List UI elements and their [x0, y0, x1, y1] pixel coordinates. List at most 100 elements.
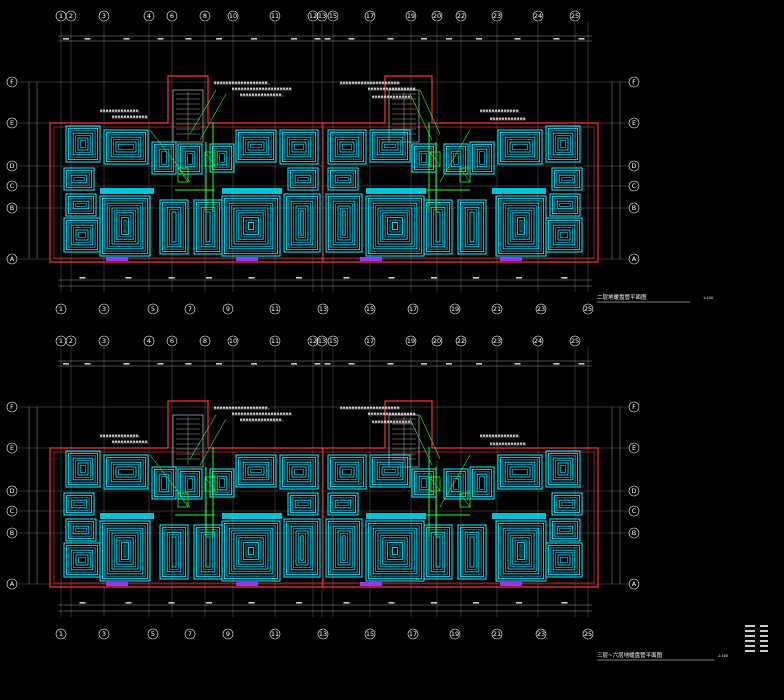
dimension-text-mark [84, 38, 91, 40]
heating-coil-zone [411, 143, 437, 173]
axis-bubble-bottom [98, 628, 110, 640]
axis-label-bottom: 21 [493, 630, 501, 638]
heating-coil-zone [497, 129, 543, 165]
window-marker [360, 257, 382, 261]
heating-coil-zone [63, 217, 101, 253]
axis-bubble-top [65, 10, 77, 22]
axis-label-row: C [632, 182, 637, 190]
axis-label-bottom: 9 [226, 305, 230, 313]
axis-bubble-top [143, 10, 155, 22]
heating-coil-zone [159, 524, 189, 580]
dimension-text-mark [348, 38, 355, 40]
window-marker [236, 582, 258, 586]
dimension-text-mark [157, 363, 164, 365]
axis-bubble-top [166, 10, 178, 22]
heating-coil-zone [287, 167, 319, 191]
axis-label-top: 20 [433, 12, 441, 20]
dimension-text-mark [578, 363, 585, 365]
axis-label-top: 8 [203, 12, 207, 20]
dimension-text-mark [185, 38, 192, 40]
axis-label-bottom: 25 [584, 630, 592, 638]
heating-coil-zone [103, 129, 149, 165]
axis-label-top: 25 [571, 12, 579, 20]
axis-bubble-top [431, 335, 443, 347]
notes-legend [745, 625, 768, 652]
dimension-text-mark [431, 277, 437, 279]
axis-bubble-top [569, 335, 581, 347]
axis-label-bottom: 7 [188, 305, 192, 313]
axis-bubble-bottom [491, 628, 503, 640]
axis-label-top: 23 [493, 12, 501, 20]
heating-coil-zone [63, 167, 95, 191]
axis-label-bottom: 23 [537, 630, 545, 638]
axis-bubble-row [628, 401, 640, 413]
axis-label-row: F [632, 403, 636, 411]
heating-coil-zone [193, 199, 223, 255]
heating-coil-zone [327, 454, 367, 490]
axis-label-top: 4 [147, 337, 151, 345]
dimension-text-mark [388, 602, 395, 604]
dimension-text-mark [348, 363, 355, 365]
stair-core [172, 414, 204, 468]
axis-bubble-row [628, 117, 640, 129]
axis-bubble-row [6, 578, 18, 590]
room-band [366, 513, 426, 519]
axis-bubble-top [98, 335, 110, 347]
heating-coil-zone [443, 468, 469, 500]
heating-coil-zone [551, 167, 583, 191]
heating-coil-zone [209, 468, 235, 498]
axis-bubble-row [628, 180, 640, 192]
axis-label-row: A [632, 580, 637, 588]
heating-coil-zone [221, 520, 281, 582]
axis-label-top: 2 [69, 12, 73, 20]
dimension-text-mark [421, 363, 427, 365]
axis-label-bottom: 3 [102, 630, 106, 638]
heating-pipes [149, 89, 471, 212]
axis-label-bottom: 17 [409, 305, 417, 313]
dimension-text-mark [343, 277, 350, 279]
dimension-text-mark [168, 602, 175, 604]
window-marker [236, 257, 258, 261]
room-band [222, 188, 282, 194]
dimension-text-mark [431, 602, 437, 604]
heating-pipes [149, 414, 471, 537]
axis-label-top: 12 [309, 337, 317, 345]
axis-label-top: 17 [366, 337, 374, 345]
stair-core [388, 414, 420, 468]
heating-coil-zone [177, 468, 203, 500]
room-band [100, 188, 154, 194]
heating-coil-zone [369, 454, 411, 488]
axis-bubble-bottom [317, 303, 329, 315]
axis-bubble-row [6, 527, 18, 539]
axis-bubble-bottom [184, 628, 196, 640]
axis-bubble-bottom [147, 628, 159, 640]
axis-bubble-top [327, 335, 339, 347]
heating-coil-zone [151, 466, 177, 500]
axis-label-row: F [10, 78, 14, 86]
dimension-text-mark [514, 38, 521, 40]
dimension-text-mark [516, 602, 522, 604]
axis-label-row: E [632, 119, 636, 127]
axis-bubble-row [628, 485, 640, 497]
axis-bubble-top [405, 335, 417, 347]
heating-coil-zone [287, 492, 319, 516]
heating-coil-zone [65, 518, 97, 542]
axis-label-bottom: 5 [151, 630, 155, 638]
dimension-text-mark [476, 363, 482, 365]
dimension-text-mark [446, 363, 452, 365]
axis-bubble-top [455, 10, 467, 22]
axis-label-top: 19 [407, 337, 415, 345]
axis-label-row: B [632, 529, 636, 537]
plan-scale-floor-3-6: 1:100 [718, 654, 728, 658]
axis-label-top: 6 [170, 12, 174, 20]
heating-coil-zone [63, 542, 101, 578]
dimension-text-mark [206, 602, 212, 604]
axis-label-bottom: 5 [151, 305, 155, 313]
axis-bubble-bottom [55, 628, 67, 640]
dimension-text-mark [578, 38, 585, 40]
dimension-text-mark [84, 363, 91, 365]
dimension-text-mark [157, 38, 164, 40]
axis-label-row: A [10, 580, 15, 588]
heating-coil-zone [151, 141, 177, 175]
axis-label-bottom: 9 [226, 630, 230, 638]
